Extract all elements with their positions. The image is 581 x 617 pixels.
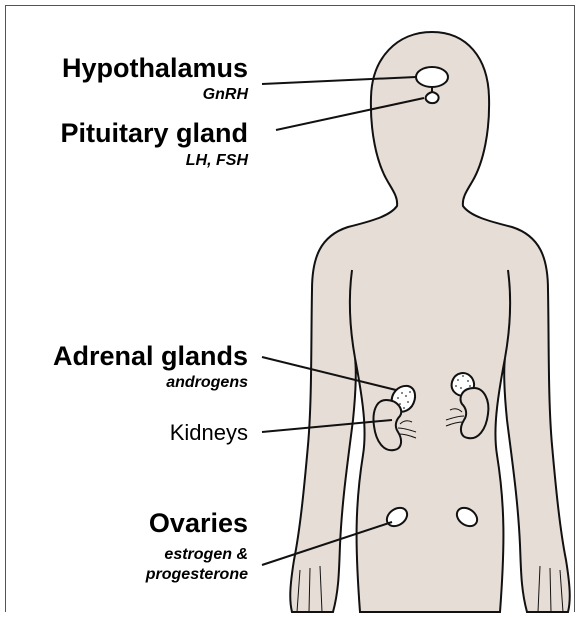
body-silhouette (290, 32, 569, 612)
ovaries-label: Ovaries (149, 508, 248, 538)
pituitary-label: Pituitary gland (60, 118, 248, 148)
ovaries-hormone-line2: progesterone (146, 565, 248, 584)
hypothalamus-hormone: GnRH (203, 85, 248, 104)
hypothalamus-label: Hypothalamus (62, 53, 248, 83)
adrenal-hormone: androgens (166, 373, 248, 392)
kidneys-label: Kidneys (170, 420, 248, 446)
pituitary-hormone: LH, FSH (186, 151, 248, 170)
hypothalamus-shape (416, 67, 448, 87)
ovaries-hormone-line1: estrogen & (164, 545, 248, 564)
adrenal-label: Adrenal glands (53, 341, 248, 371)
